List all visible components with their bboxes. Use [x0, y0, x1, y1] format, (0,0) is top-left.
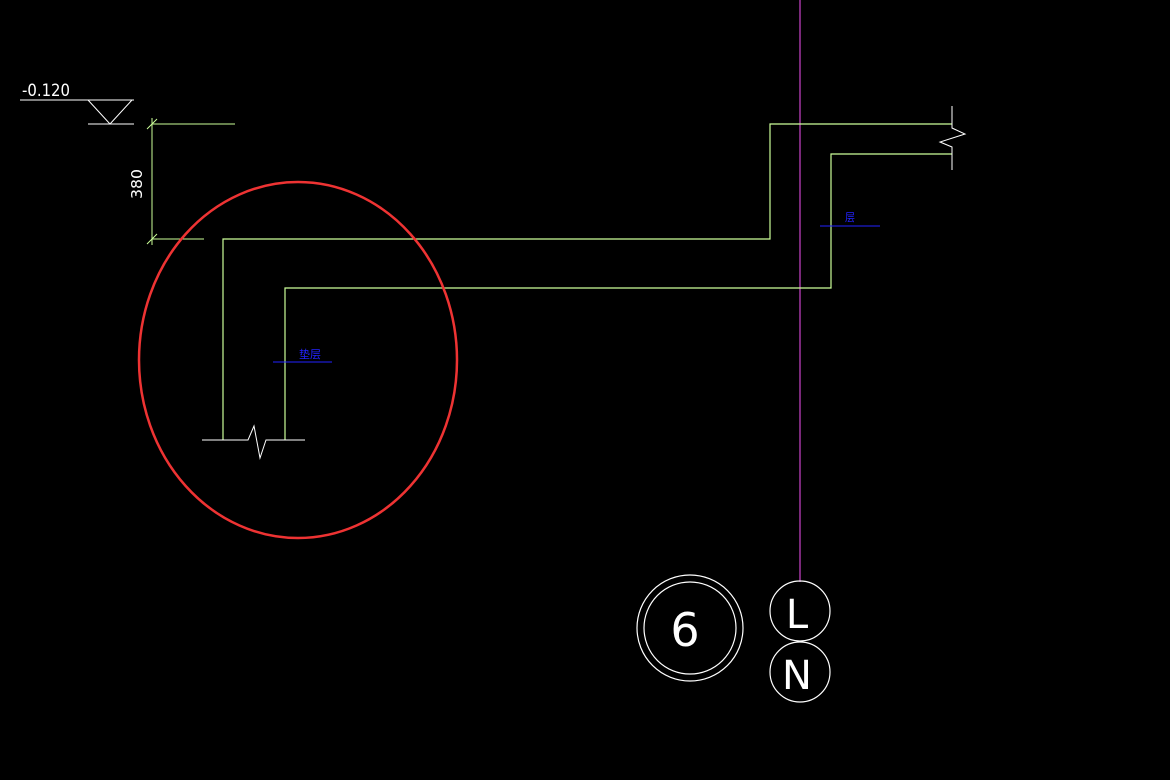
grid-bubble-n: N	[769, 641, 831, 703]
break-line-bottom	[202, 424, 305, 460]
grid-letter-l: L	[786, 592, 809, 638]
slab-outline-outer	[222, 123, 952, 440]
grid-bubble-l: L	[769, 580, 831, 642]
grid-bubble-6: 6	[636, 574, 744, 682]
dimension-label: 380	[128, 169, 146, 199]
small-label-left: 垫层	[299, 347, 321, 361]
grid-number-label: 6	[670, 603, 699, 657]
elevation-label: -0.120	[22, 81, 70, 101]
small-label-left-group: 垫层	[273, 347, 332, 363]
slab-outline-inner	[284, 153, 952, 440]
small-label-right: 层	[845, 211, 855, 224]
dimension-380: 380	[128, 118, 235, 245]
elevation-marker: -0.120	[20, 81, 134, 125]
grid-letter-n: N	[782, 653, 812, 699]
highlight-circle	[137, 180, 459, 540]
small-label-right-group: 层	[820, 211, 880, 227]
break-line-right	[938, 106, 967, 170]
